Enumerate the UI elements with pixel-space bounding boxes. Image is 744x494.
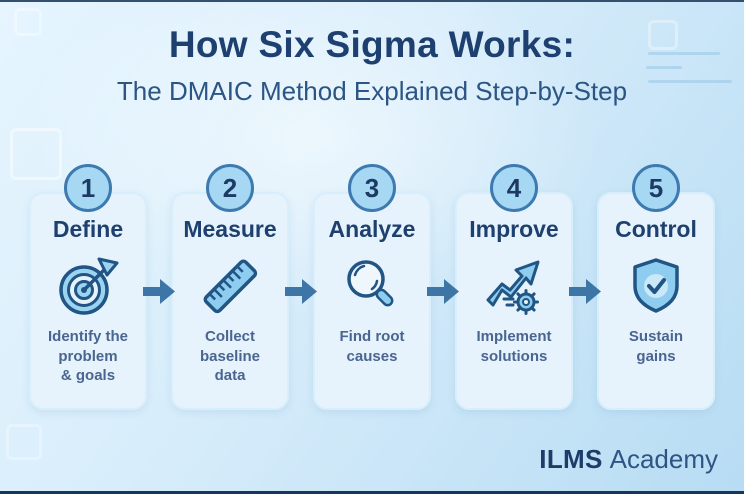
step-analyze: 3 Analyze Find root causes [313,164,431,414]
step-description: Find root causes [339,328,405,365]
step-number-badge: 3 [348,164,396,212]
step-number-badge: 4 [490,164,538,212]
step-measure: 2 Measure [171,164,289,414]
step-number-badge: 2 [206,164,254,212]
step-title: Analyze [328,216,416,242]
ruler-icon [197,253,263,319]
header: How Six Sigma Works: The DMAIC Method Ex… [0,24,744,107]
step-control: 5 Control Sustain gains [597,164,715,414]
step-title: Improve [469,216,559,242]
step-description: Identify the problem & goals [47,328,128,384]
step-card: Improve [455,192,573,410]
step-description: Sustain gains [628,328,684,365]
step-title: Define [52,216,124,242]
step-card: Measure [171,192,289,410]
step-card: Control Sustain gains [597,192,715,410]
flow-arrow-icon [285,279,317,304]
top-edge-strip [0,0,744,2]
flow-arrow-icon [143,279,175,304]
step-number-badge: 1 [64,164,112,212]
brand-name-regular: Academy [609,444,718,474]
flow-arrow-icon [569,279,601,304]
brand-name-bold: ILMS [539,444,603,474]
step-define: 1 Define Identify the problem & goals [29,164,147,414]
background-decoration-square [6,424,42,460]
target-dart-icon [55,253,121,319]
step-title: Measure [183,216,277,242]
step-number-badge: 5 [632,164,680,212]
step-card: Analyze Find root causes [313,192,431,410]
step-title: Control [615,216,697,242]
dmaic-steps-row: 1 Define Identify the problem & goals [0,164,744,414]
step-description: Implement solutions [476,328,552,365]
page-subtitle: The DMAIC Method Explained Step-by-Step [116,76,628,106]
growth-arrow-gear-icon [481,253,547,319]
flow-arrow-icon [427,279,459,304]
step-improve: 4 Improve [455,164,573,414]
page-title: How Six Sigma Works: [168,24,576,65]
bottom-edge-strip [0,491,744,494]
shield-check-icon [623,253,689,319]
step-card: Define Identify the problem & goals [29,192,147,410]
magnifier-icon [339,253,405,319]
step-description: Collect baseline data [199,328,261,384]
